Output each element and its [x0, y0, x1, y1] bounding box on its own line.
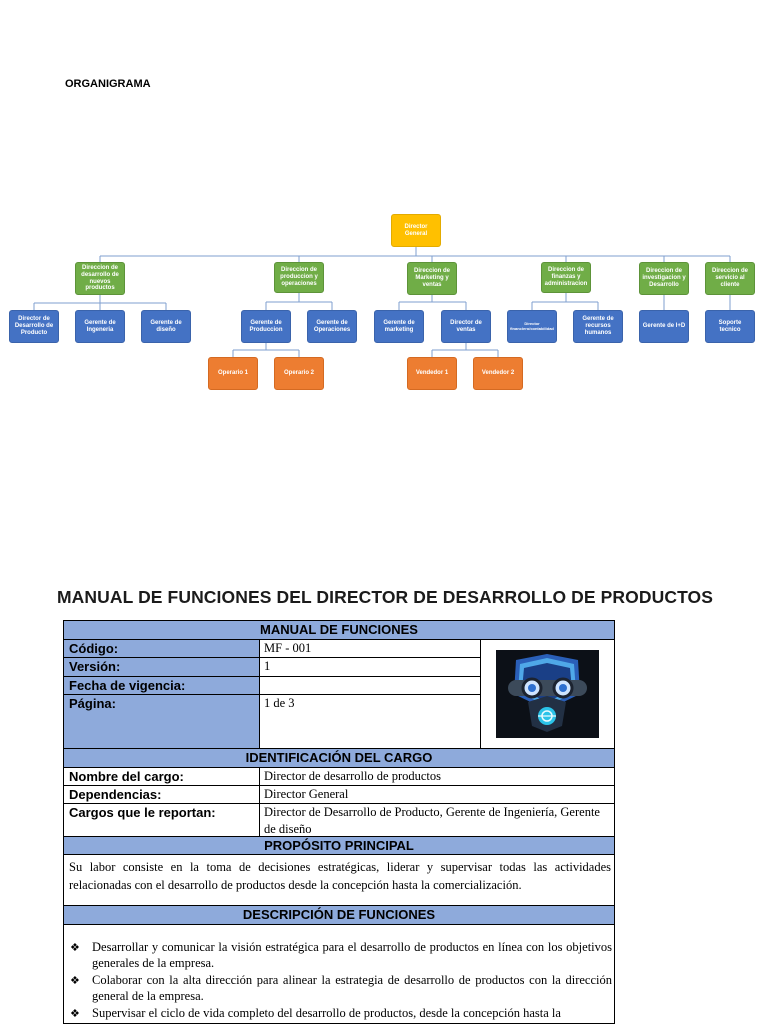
org-node-manager: Director de ventas	[441, 310, 491, 343]
meta-row: Versión: 1	[64, 658, 480, 677]
org-node-staff: Operario 2	[274, 357, 324, 390]
org-node-staff: Vendedor 2	[473, 357, 523, 390]
list-item: ❖ Colaborar con la alta dirección para a…	[70, 972, 612, 1004]
company-logo-cell	[481, 640, 614, 748]
meta-value: 1 de 3	[264, 696, 295, 710]
org-node-division: Direccion de Marketing y ventas	[407, 262, 457, 295]
manual-title: MANUAL DE FUNCIONES DEL DIRECTOR DE DESA…	[57, 587, 714, 607]
meta-value: MF - 001	[264, 641, 312, 655]
identification-label: Dependencias:	[64, 786, 260, 803]
document-heading: ORGANIGRAMA	[65, 78, 151, 90]
org-chart-connectors	[33, 247, 731, 357]
org-node-division: Direccion de investigacion y Desarrollo	[639, 262, 689, 295]
meta-value	[260, 677, 480, 694]
org-node-manager: Gerente de diseño	[141, 310, 191, 343]
identification-row: Cargos que le reportan: Director de Desa…	[64, 804, 614, 837]
meta-label: Fecha de vigencia:	[64, 677, 260, 694]
org-node-division: Direccion de produccion y operaciones	[274, 262, 324, 293]
robot-mask-icon	[496, 650, 599, 738]
org-node-root: Director General	[391, 214, 441, 247]
meta-row: Página: 1 de 3	[64, 695, 480, 748]
org-node-division: Direccion de desarrollo de nuevos produc…	[75, 262, 125, 295]
org-node-manager: Gerente de Operaciones	[307, 310, 357, 343]
org-node-manager: Director de Desarrollo de Producto	[9, 310, 59, 343]
list-item: ❖ Desarrollar y comunicar la visión estr…	[70, 939, 612, 971]
functions-header: DESCRIPCIÓN DE FUNCIONES	[64, 906, 614, 925]
identification-label: Cargos que le reportan:	[64, 804, 260, 836]
purpose-text: Su labor consiste en la toma de decision…	[64, 855, 614, 906]
org-node-staff: Operario 1	[208, 357, 258, 390]
meta-fields: Código: MF - 001 Versión: 1 Fecha de vig…	[64, 640, 481, 748]
identification-value: Director de Desarrollo de Producto, Gere…	[264, 805, 600, 836]
org-node-manager: Gerente de marketing	[374, 310, 424, 343]
meta-row: Fecha de vigencia:	[64, 677, 480, 695]
function-text: Colaborar con la alta dirección para ali…	[92, 973, 612, 1003]
org-chart: Director General Direccion de desarrollo…	[0, 0, 768, 400]
meta-row: Código: MF - 001	[64, 640, 480, 658]
diamond-bullet-icon: ❖	[70, 975, 80, 987]
company-logo	[496, 650, 599, 738]
list-item: ❖ Supervisar el ciclo de vida completo d…	[70, 1005, 612, 1022]
meta-value: 1	[264, 659, 271, 673]
purpose-header: PROPÓSITO PRINCIPAL	[64, 837, 614, 855]
identification-label: Nombre del cargo:	[64, 768, 260, 785]
meta-label: Código:	[64, 640, 260, 657]
functions-list: ❖ Desarrollar y comunicar la visión estr…	[64, 925, 614, 1022]
org-node-division: Direccion de servicio al cliente	[705, 262, 755, 295]
meta-label: Versión:	[64, 658, 260, 676]
meta-section: Código: MF - 001 Versión: 1 Fecha de vig…	[64, 640, 614, 749]
manual-header: MANUAL DE FUNCIONES	[64, 621, 614, 640]
org-node-manager: Director financiero/contabilidad	[507, 310, 557, 343]
function-text: Supervisar el ciclo de vida completo del…	[92, 1006, 561, 1020]
org-node-manager: Soporte tecnico	[705, 310, 755, 343]
org-node-manager: Gerente de I+D	[639, 310, 689, 343]
function-text: Desarrollar y comunicar la visión estrat…	[92, 940, 612, 970]
identification-header: IDENTIFICACIÓN DEL CARGO	[64, 749, 614, 768]
identification-row: Dependencias: Director General	[64, 786, 614, 804]
org-node-staff: Vendedor 1	[407, 357, 457, 390]
identification-value: Director General	[264, 787, 349, 801]
org-node-division: Direccion de finanzas y administracion	[541, 262, 591, 293]
meta-label: Página:	[64, 695, 260, 748]
manual-table: MANUAL DE FUNCIONES Código: MF - 001 Ver…	[63, 620, 615, 1024]
org-node-manager: Gerente de recursos humanos	[573, 310, 623, 343]
org-node-manager: Gerente de Produccion	[241, 310, 291, 343]
org-node-manager: Gerente de Ingeneria	[75, 310, 125, 343]
identification-row: Nombre del cargo: Director de desarrollo…	[64, 768, 614, 786]
diamond-bullet-icon: ❖	[70, 942, 80, 954]
identification-value: Director de desarrollo de productos	[264, 769, 442, 783]
diamond-bullet-icon: ❖	[70, 1008, 80, 1020]
